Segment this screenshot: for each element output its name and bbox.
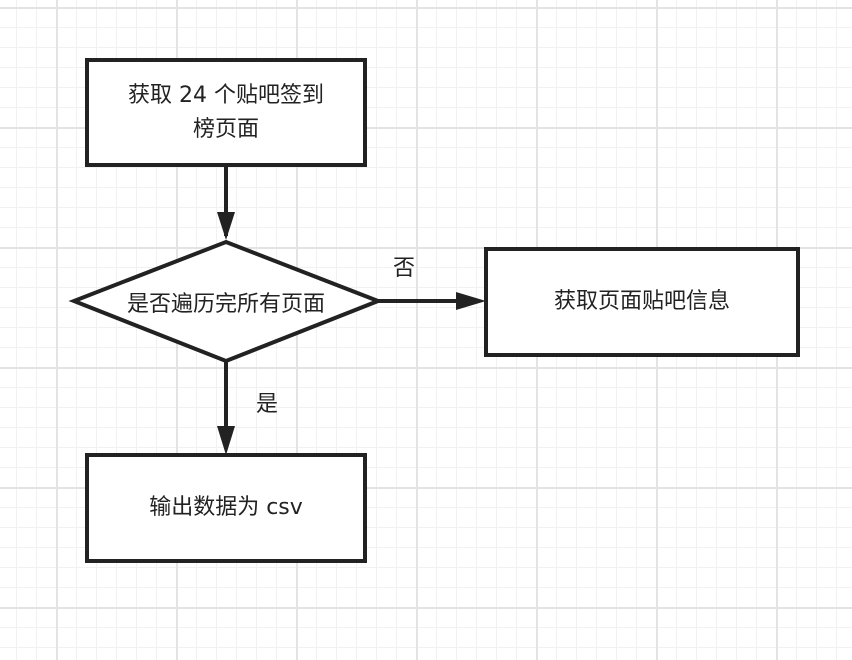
fetch-info-node: 获取页面贴吧信息	[484, 247, 800, 357]
decision-node-label: 是否遍历完所有页面	[126, 292, 325, 317]
edge-label-no: 否	[393, 256, 416, 281]
edge-decision-to-output-arrowhead	[217, 426, 235, 455]
edge-decision-to-fetch-arrowhead	[456, 292, 486, 310]
edge-label-yes: 是	[256, 392, 279, 417]
output-node: 输出数据为 csv	[85, 453, 367, 563]
edge-start-to-decision-arrowhead	[217, 212, 235, 240]
start-node: 获取 24 个贴吧签到 榜页面	[85, 58, 367, 167]
